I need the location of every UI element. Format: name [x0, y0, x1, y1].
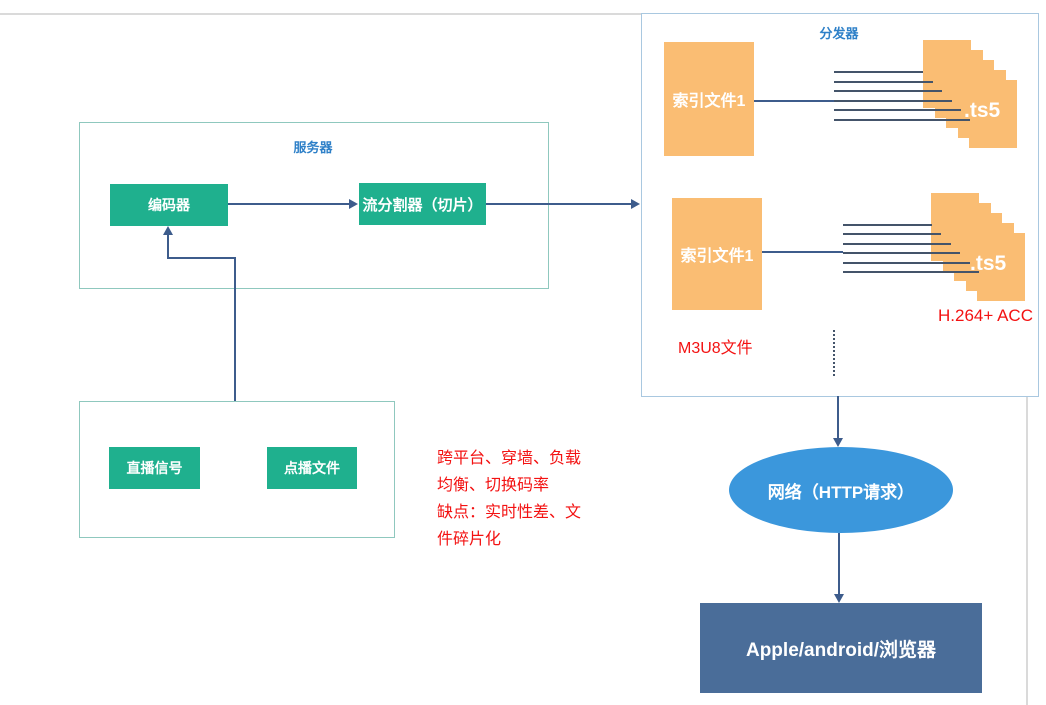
encoder-label: 编码器	[148, 197, 190, 213]
index-file-node-2: 索引文件1	[672, 198, 762, 310]
annotation-line: 件碎片化	[437, 531, 502, 548]
connector-source-encoder-h	[167, 257, 236, 259]
segment-line	[843, 261, 970, 264]
segment-line	[843, 271, 979, 273]
arrowhead-right-icon	[349, 199, 358, 209]
segment-line	[834, 80, 933, 83]
segment-line	[843, 242, 951, 245]
segment-line	[843, 233, 941, 235]
client-label: Apple/android/浏览器	[745, 639, 936, 661]
m3u8-label: M3U8文件	[678, 340, 753, 357]
arrowhead-up-icon	[163, 226, 173, 235]
codec-label: H.264+ ACC	[938, 306, 1033, 325]
connector-distributor-network	[837, 396, 839, 439]
network-label: 网络（HTTP请求）	[767, 482, 915, 502]
server-group-title: 服务器	[293, 140, 333, 155]
client-node: Apple/android/浏览器	[700, 603, 982, 693]
arrowhead-right-icon	[631, 199, 640, 209]
splitter-node: 流分割器（切片）	[359, 183, 486, 225]
live-signal-label: 直播信号	[126, 460, 183, 476]
ts-segment-stack-1	[923, 40, 1018, 149]
encoder-node: 编码器	[110, 184, 228, 226]
annotation-block: 跨平台、穿墙、负载 均衡、切换码率 缺点：实时性差、文 件碎片化	[437, 445, 612, 553]
ts-page-icon	[969, 80, 1017, 148]
vod-file-label: 点播文件	[284, 460, 340, 476]
connector-network-client	[838, 533, 840, 595]
segment-line	[834, 90, 942, 92]
vod-file-node: 点播文件	[267, 447, 357, 489]
connector-encoder-splitter	[228, 203, 350, 205]
network-node: 网络（HTTP请求）	[729, 447, 953, 533]
segment-line	[834, 109, 961, 111]
index-file-label: 索引文件1	[680, 248, 754, 265]
annotation-line: 缺点：实时性差、文	[437, 504, 582, 521]
annotation-line: 跨平台、穿墙、负载	[437, 450, 582, 467]
ts-segment-stack-2	[931, 193, 1026, 302]
ts-page-icon	[977, 233, 1025, 301]
index-file-node-1: 索引文件1	[664, 42, 754, 156]
connector-source-encoder-v1	[234, 258, 236, 401]
top-rule-line	[0, 13, 641, 15]
segment-line	[843, 223, 932, 226]
connector-splitter-distributor	[486, 203, 633, 205]
segment-line	[834, 118, 970, 121]
annotation-line: 均衡、切换码率	[437, 477, 550, 494]
source-group-frame	[79, 401, 395, 538]
arrowhead-down-icon	[834, 594, 844, 603]
splitter-label: 流分割器（切片）	[362, 196, 483, 214]
segment-line	[843, 252, 960, 254]
connector-source-encoder-v2	[167, 233, 169, 259]
index-file-label: 索引文件1	[672, 93, 746, 110]
ts-file-label-2: .ts5	[970, 252, 1007, 275]
more-rows-ellipsis	[833, 330, 835, 376]
server-group-frame	[79, 122, 549, 289]
live-signal-node: 直播信号	[109, 447, 200, 489]
arrowhead-down-icon	[833, 438, 843, 447]
connector-index1-segments	[754, 100, 834, 102]
distributor-title: 分发器	[819, 26, 859, 41]
connector-index2-segments	[762, 251, 843, 253]
segment-line	[834, 71, 923, 73]
right-rule-line	[1026, 397, 1028, 705]
segment-line	[834, 99, 952, 102]
distributor-frame	[641, 13, 1039, 397]
ts-file-label-1: .ts5	[964, 99, 1001, 122]
